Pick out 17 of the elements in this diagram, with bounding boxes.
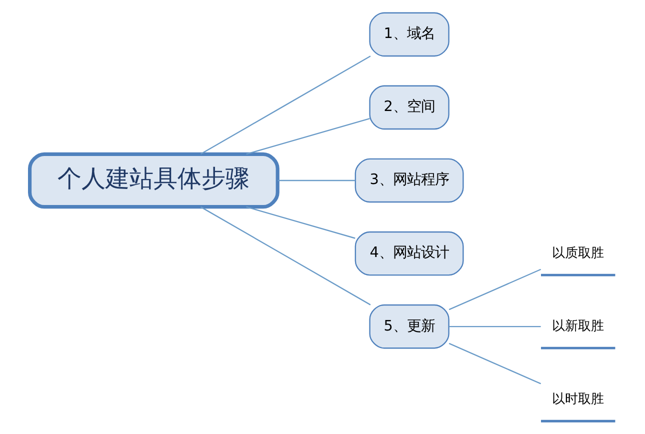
connector	[246, 206, 356, 239]
node-box: 3、网站程序	[354, 158, 464, 203]
node-box: 5、更新	[369, 304, 450, 349]
connector	[449, 326, 541, 328]
node-box: 个人建站具体步骤	[28, 152, 280, 209]
node-text: 以新取胜	[552, 318, 604, 334]
connector	[448, 268, 542, 310]
connector	[278, 180, 356, 182]
node-box: 4、网站设计	[354, 231, 464, 276]
node-box: 1、域名	[369, 12, 450, 57]
connector	[200, 56, 371, 155]
node-text: 以质取胜	[552, 246, 604, 261]
node-text: 以时取胜	[552, 392, 604, 407]
node-box: 2、空间	[369, 85, 450, 130]
connector	[200, 206, 371, 306]
connector	[448, 342, 542, 384]
connector	[246, 118, 370, 155]
